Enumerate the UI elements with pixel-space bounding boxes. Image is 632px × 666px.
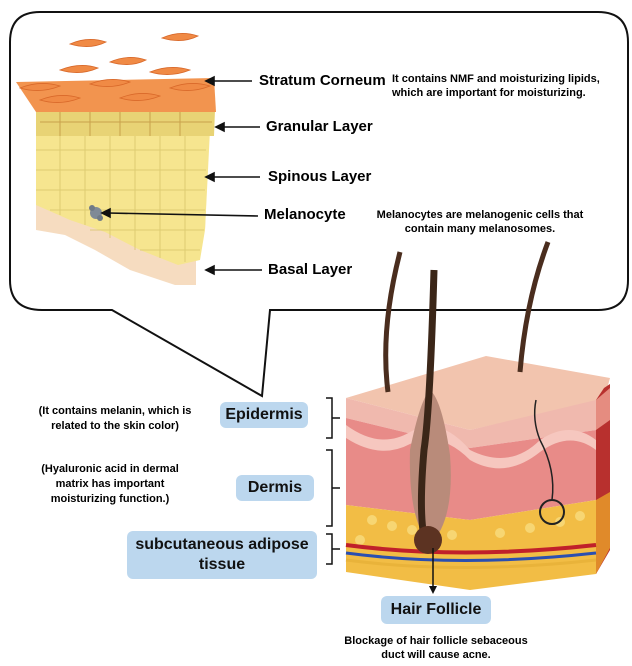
follicle-note-line1: Blockage of hair follicle sebaceous bbox=[316, 634, 556, 648]
melanocyte-label: Melanocyte bbox=[264, 206, 346, 223]
stratum-corneum-label: Stratum Corneum bbox=[259, 72, 386, 89]
stratum-corneum-note-line1: It contains NMF and moisturizing lipids, bbox=[392, 72, 600, 86]
spinous-layer-label: Spinous Layer bbox=[268, 168, 371, 185]
subcutaneous-label-line2: tissue bbox=[199, 555, 245, 575]
subcutaneous-label-line1: subcutaneous adipose bbox=[135, 535, 308, 555]
epidermis-note-line1: (It contains melanin, which is bbox=[10, 404, 220, 418]
subcutaneous-adipose-label: subcutaneous adipose tissue bbox=[127, 531, 317, 579]
epidermis-note-line2: related to the skin color) bbox=[10, 419, 220, 433]
basal-layer-label: Basal Layer bbox=[268, 261, 352, 278]
melanocyte-note-line1: Melanocytes are melanogenic cells that bbox=[360, 208, 600, 222]
melanocyte-note-line2: contain many melanosomes. bbox=[360, 222, 600, 236]
hair-follicle-label: Hair Follicle bbox=[381, 596, 491, 624]
dermis-note-line3: moisturizing function.) bbox=[20, 492, 200, 506]
dermis-label: Dermis bbox=[236, 475, 314, 501]
layer-brackets bbox=[326, 398, 340, 564]
stratum-corneum-note-line2: which are important for moisturizing. bbox=[392, 86, 586, 100]
granular-layer-label: Granular Layer bbox=[266, 118, 373, 135]
dermis-note-line1: (Hyaluronic acid in dermal bbox=[20, 462, 200, 476]
epidermis-label: Epidermis bbox=[220, 402, 308, 428]
follicle-note-line2: duct will cause acne. bbox=[316, 648, 556, 662]
dermis-note-line2: matrix has important bbox=[20, 477, 200, 491]
